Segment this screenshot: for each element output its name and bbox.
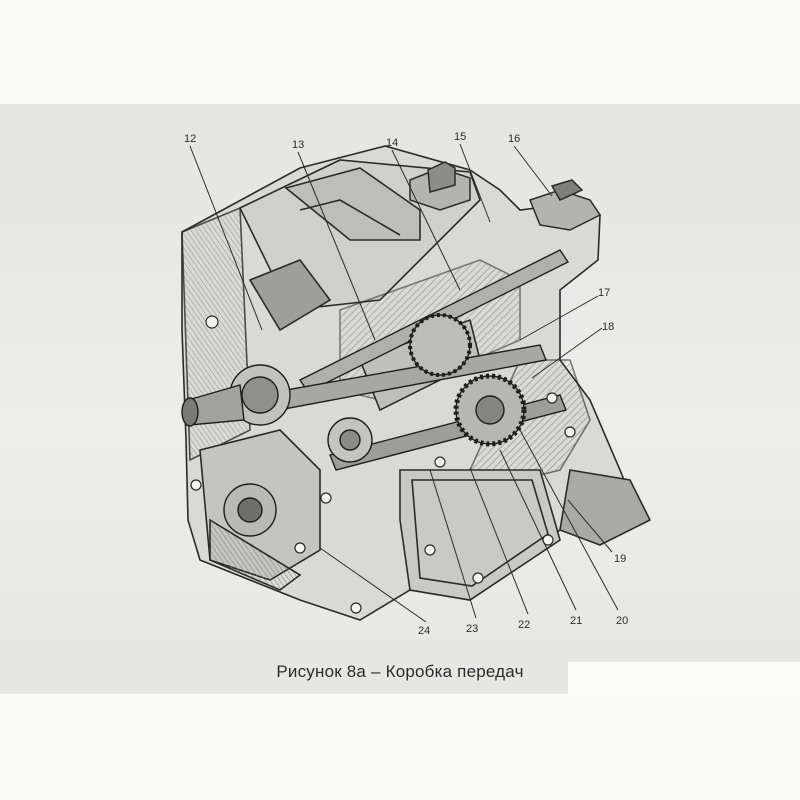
callout-18: 18 — [602, 321, 614, 333]
callout-16: 16 — [508, 133, 520, 145]
callout-19: 19 — [614, 553, 626, 565]
gears — [181, 313, 527, 537]
callout-14: 14 — [386, 137, 398, 149]
callout-23: 23 — [466, 623, 478, 635]
callout-21: 21 — [570, 615, 582, 627]
callout-15: 15 — [454, 131, 466, 143]
shift-forks-block — [409, 161, 602, 231]
callout-22: 22 — [518, 619, 530, 631]
callout-20: 20 — [616, 615, 628, 627]
leader-lines — [189, 143, 619, 623]
callout-24: 24 — [418, 625, 430, 637]
callout-13: 13 — [292, 139, 304, 151]
callout-17: 17 — [598, 287, 610, 299]
figure-caption: Рисунок 8а – Коробка передач — [276, 662, 524, 681]
bolts — [190, 315, 576, 614]
corner-patch — [568, 662, 800, 696]
callout-numbers: 12 13 14 15 16 17 18 19 20 21 22 23 24 — [184, 131, 628, 637]
callout-12: 12 — [184, 133, 196, 145]
